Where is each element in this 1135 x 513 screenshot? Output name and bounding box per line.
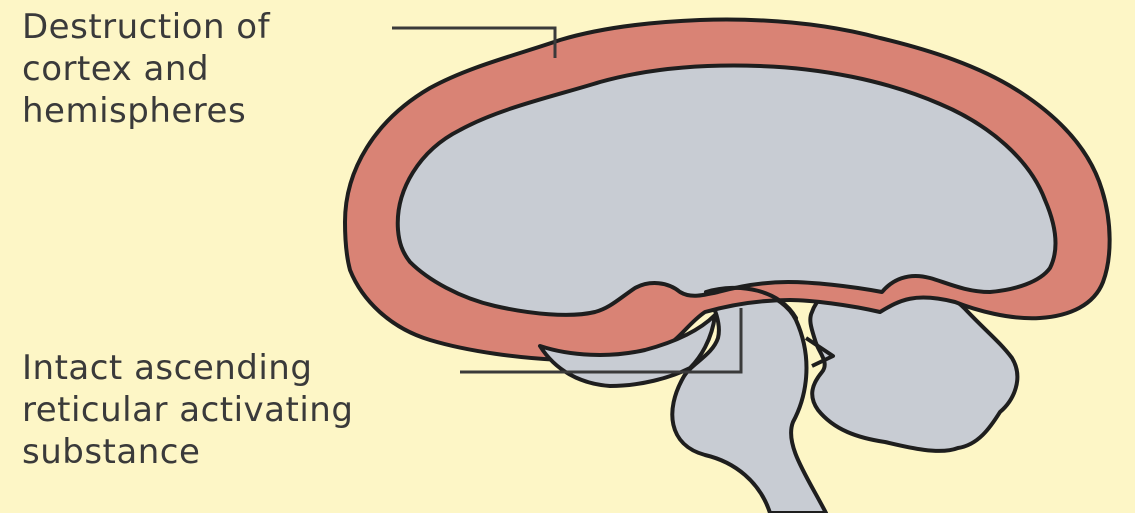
destruction-label-line-2: cortex and [22, 48, 270, 90]
intact-label: Intact ascending reticular activating su… [22, 347, 353, 473]
intact-label-line-2: reticular activating [22, 389, 353, 431]
intact-label-line-1: Intact ascending [22, 347, 353, 389]
destruction-label-line-1: Destruction of [22, 6, 270, 48]
destruction-label-line-3: hemispheres [22, 90, 270, 132]
destruction-label: Destruction of cortex and hemispheres [22, 6, 270, 132]
intact-label-line-3: substance [22, 431, 353, 473]
